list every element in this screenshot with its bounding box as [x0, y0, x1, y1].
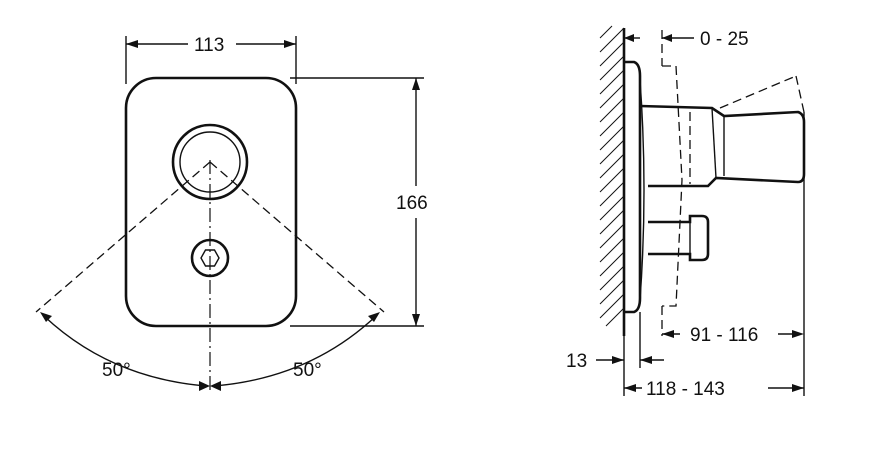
adjust-label: 0 - 25 — [700, 29, 749, 50]
plate-profile — [624, 60, 642, 314]
plate-adjusted-outline — [662, 65, 683, 307]
front-view: 50° 50° 113 166 — [35, 35, 428, 391]
height-label: 166 — [396, 193, 428, 214]
angle-right-label: 50° — [293, 360, 322, 381]
overall-label: 118 - 143 — [646, 379, 725, 400]
control-knob-outer-ring — [171, 123, 249, 201]
diverter-stem — [648, 214, 710, 262]
wall-hatching — [599, 25, 625, 327]
rotation-limit-left — [35, 161, 211, 313]
angle-left-label: 50° — [102, 360, 131, 381]
angle-arc-left — [43, 315, 207, 387]
cover-plate-outline — [124, 76, 298, 328]
plate-label: 13 — [566, 351, 587, 372]
side-view: 0 - 25 91 - 116 13 118 - 143 — [566, 25, 806, 400]
handle-body — [639, 104, 806, 188]
diverter-knob-hex — [200, 249, 220, 267]
angle-arc-right — [213, 315, 377, 387]
width-label: 113 — [194, 35, 224, 56]
projection-label: 91 - 116 — [690, 325, 758, 346]
rotation-limit-right — [209, 161, 385, 313]
